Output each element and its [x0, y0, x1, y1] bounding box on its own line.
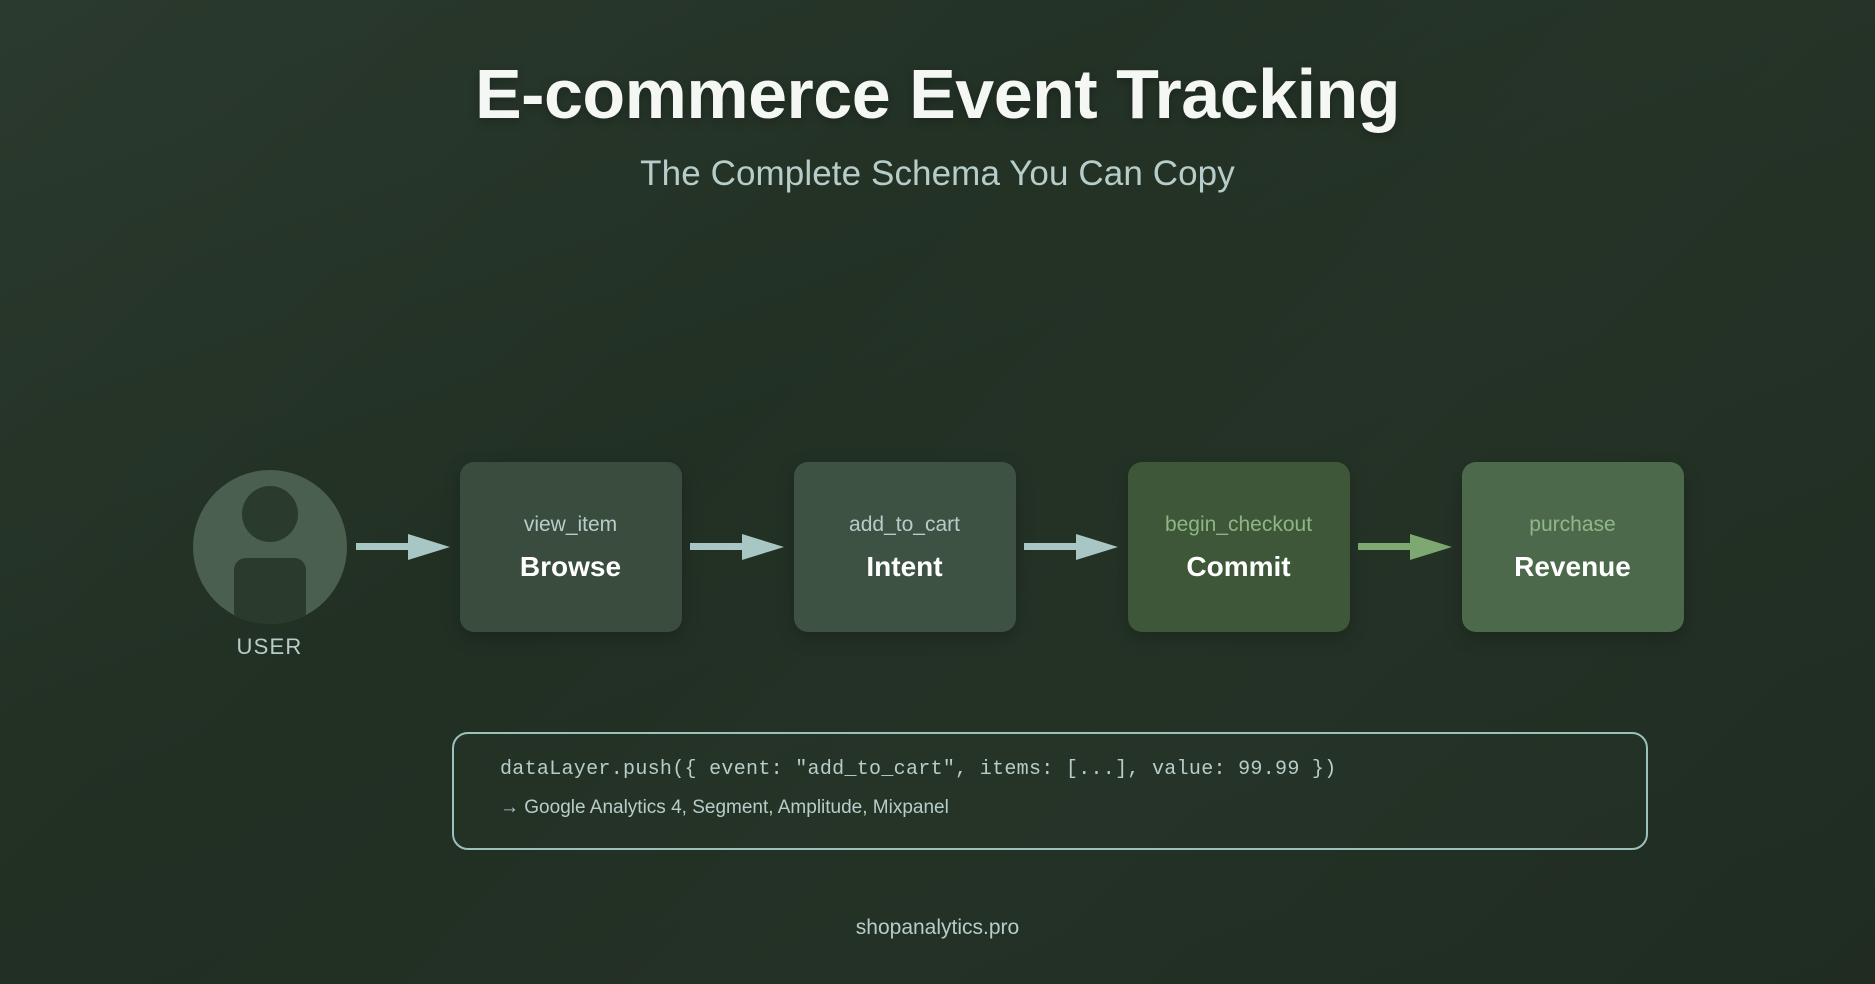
- stage-name-label: Commit: [1186, 550, 1291, 582]
- user-avatar-icon: [192, 470, 347, 624]
- event-name-label: add_to_cart: [849, 512, 960, 536]
- flow-node-view-item[interactable]: view_item Browse: [459, 462, 682, 632]
- avatar-body-shape: [233, 558, 306, 624]
- header: E-commerce Event Tracking The Complete S…: [0, 0, 1875, 194]
- page-title: E-commerce Event Tracking: [474, 55, 1401, 133]
- stage-name-label: Revenue: [1514, 550, 1631, 582]
- user-label: USER: [236, 634, 303, 659]
- arrow-right-icon-1: [348, 530, 460, 564]
- arrow-right-icon-2: [682, 530, 794, 564]
- avatar-head-shape: [241, 486, 298, 542]
- footer-site-label: shopanalytics.pro: [855, 916, 1020, 939]
- arrow-right-icon-4: [1350, 530, 1462, 564]
- event-name-label: purchase: [1529, 512, 1616, 536]
- code-snippet-text: dataLayer.push({ event: "add_to_cart", i…: [500, 758, 1337, 781]
- arrow-right-icon-3: [1016, 530, 1128, 564]
- flow-node-add-to-cart[interactable]: add_to_cart Intent: [793, 462, 1016, 632]
- stage-name-label: Intent: [866, 550, 943, 582]
- destinations-text: → Google Analytics 4, Segment, Amplitude…: [500, 797, 949, 818]
- stage-name-label: Browse: [519, 550, 622, 582]
- code-snippet-panel[interactable]: dataLayer.push({ event: "add_to_cart", i…: [452, 732, 1648, 850]
- event-name-label: view_item: [523, 512, 618, 536]
- flow-node-begin-checkout[interactable]: begin_checkout Commit: [1127, 462, 1350, 632]
- page-subtitle: The Complete Schema You Can Copy: [640, 153, 1235, 193]
- user-node: USER: [192, 462, 348, 659]
- event-flow-diagram: USER view_item Browse add_to_cart Intent: [0, 462, 1875, 659]
- flow-node-purchase[interactable]: purchase Revenue: [1461, 462, 1684, 632]
- event-name-label: begin_checkout: [1164, 512, 1313, 536]
